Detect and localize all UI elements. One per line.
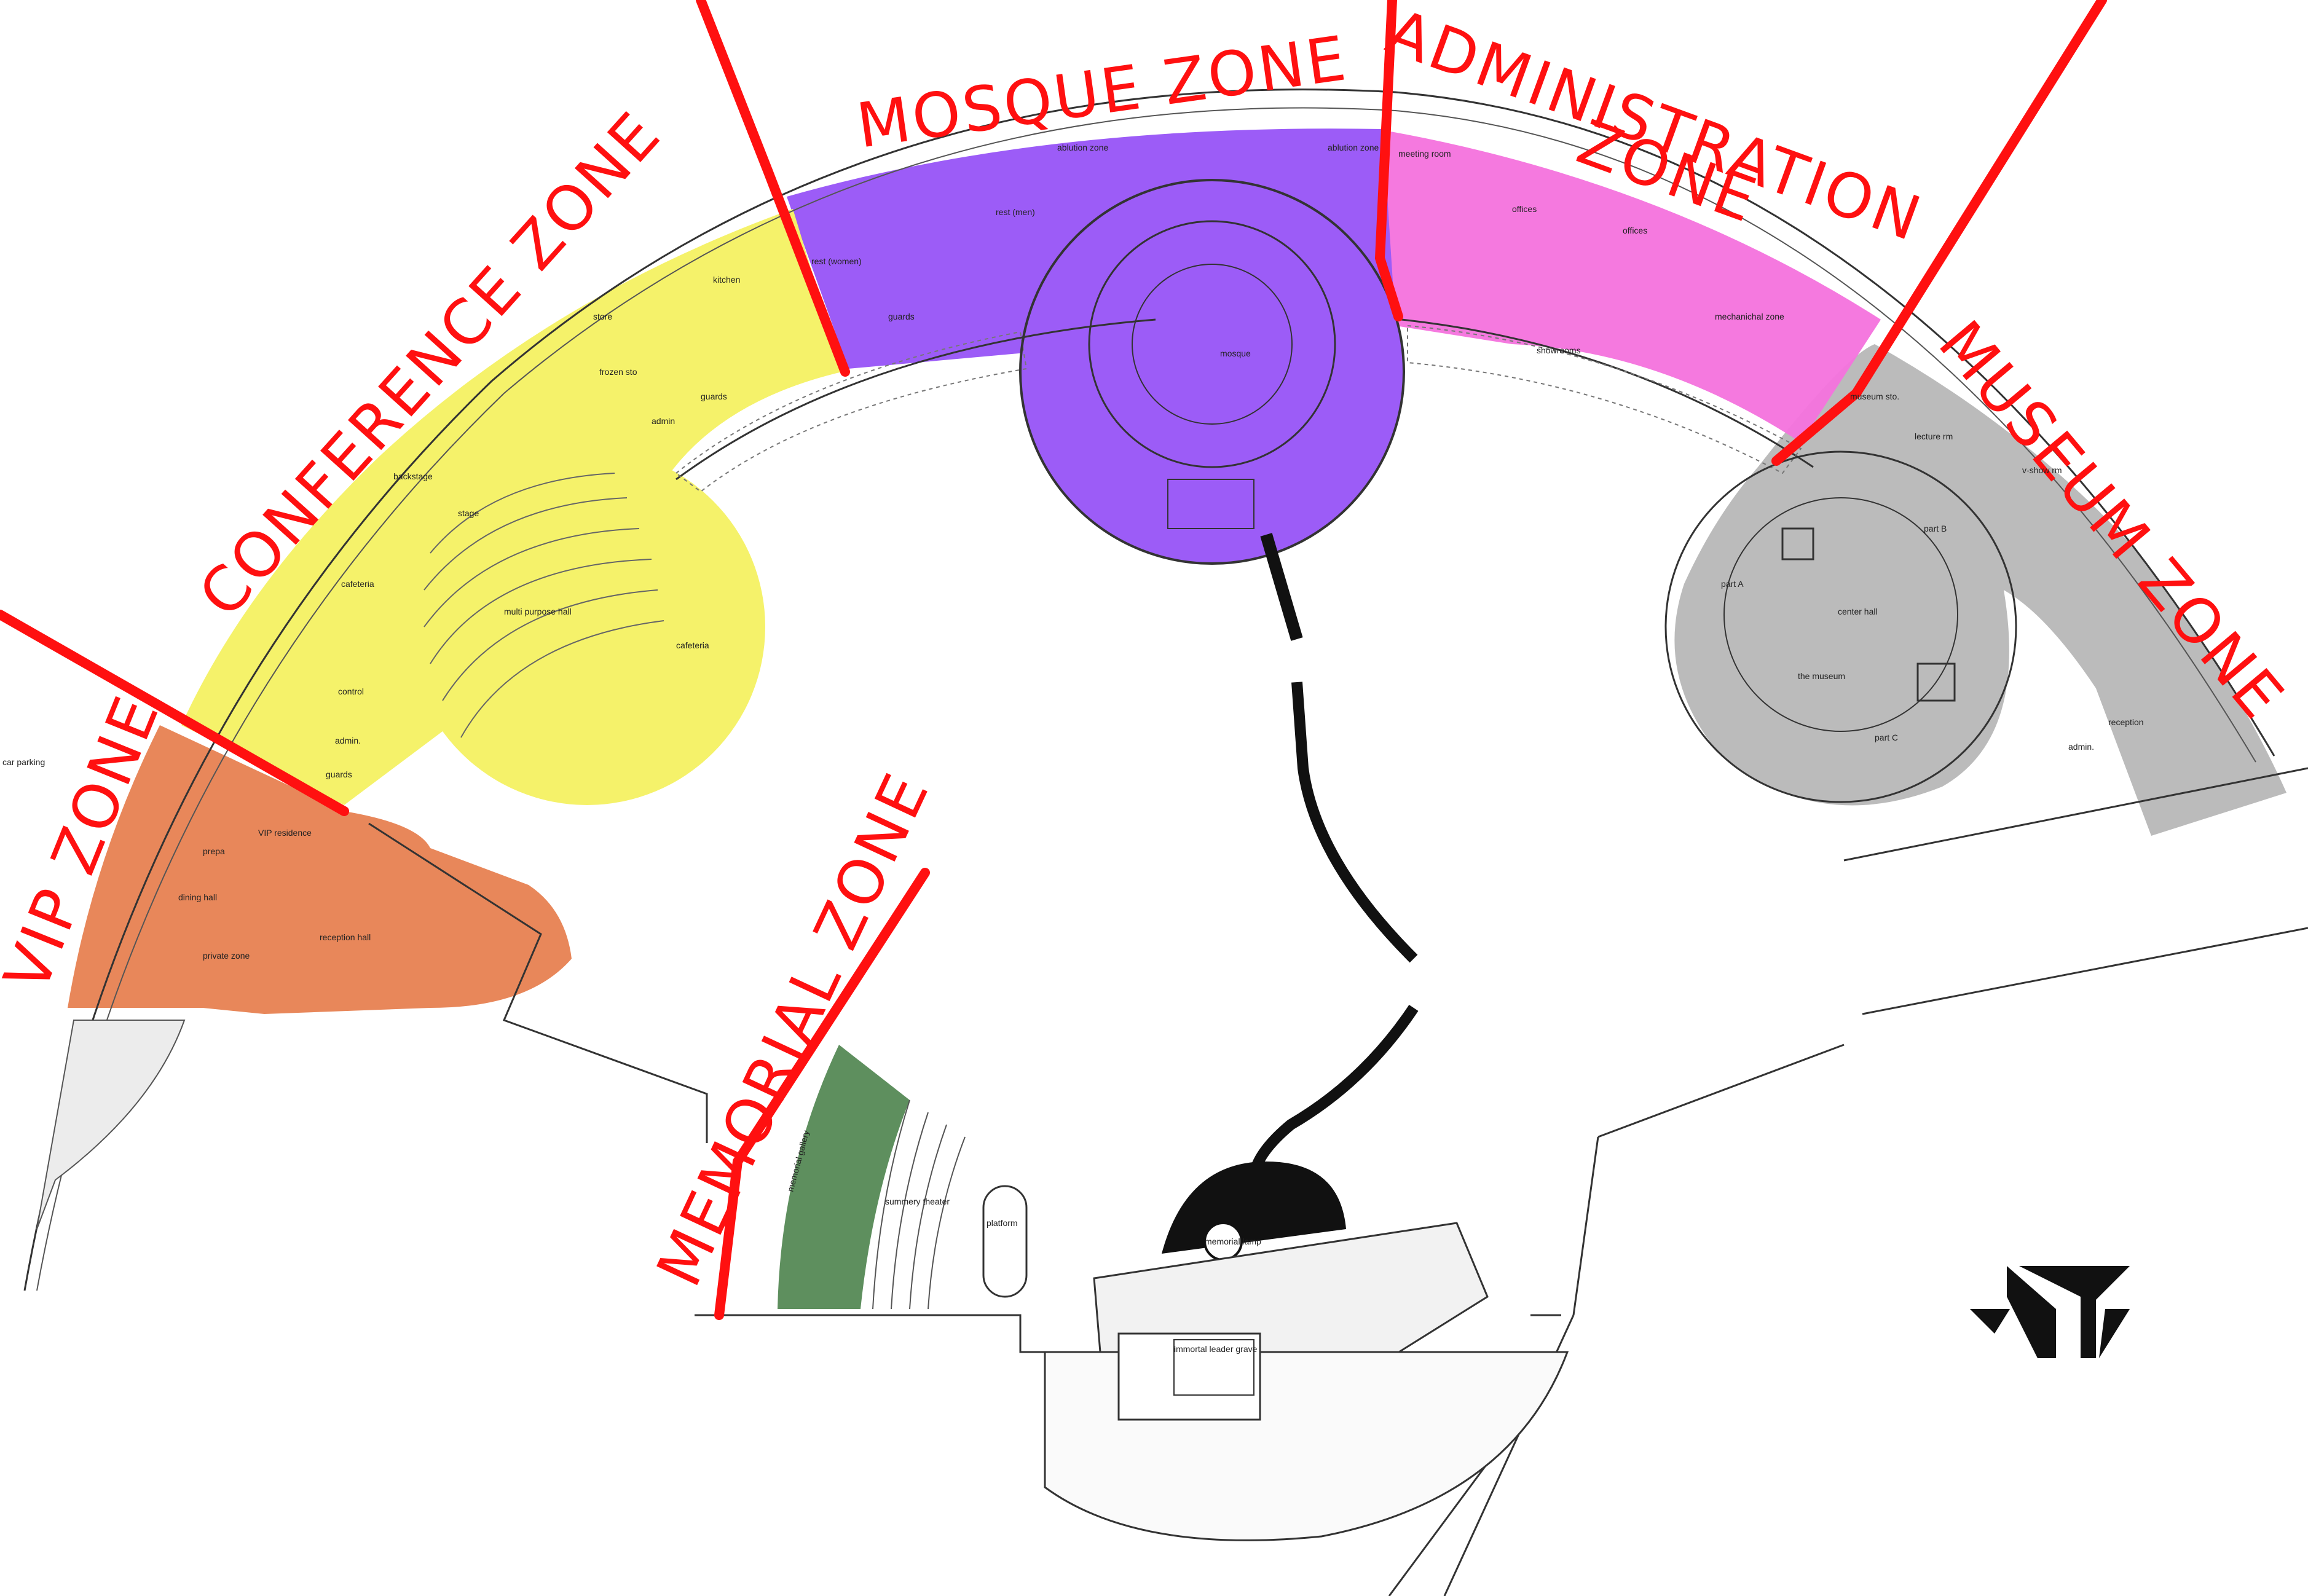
room-rest-women: rest (women) — [811, 256, 862, 266]
room-car-parking: car parking — [2, 757, 45, 767]
hall-seating — [423, 473, 664, 738]
room-museum-sto: museum sto. — [1850, 391, 1899, 401]
platform-shape — [982, 1185, 1028, 1298]
room-mechanical-zone: mechanichal zone — [1715, 312, 1784, 321]
room-admin-museum: admin. — [2068, 742, 2094, 752]
room-part-b: part B — [1924, 524, 1947, 533]
arch-outlines — [23, 88, 2308, 1596]
room-dining-hall: dining hall — [178, 892, 217, 902]
vip-zone-fill — [68, 725, 572, 1014]
room-guards-vip: guards — [326, 769, 352, 779]
room-immortal-leader-grave: immortal leader grave — [1174, 1344, 1258, 1354]
room-control: control — [338, 686, 364, 696]
room-ablution-zone: ablution zone — [1057, 143, 1109, 152]
room-offices: offices — [1512, 204, 1537, 214]
room-center-hall: center hall — [1838, 607, 1878, 616]
processional-path — [1162, 533, 1419, 1261]
room-platform: platform — [987, 1218, 1018, 1228]
room-guards-mosque: guards — [888, 312, 915, 321]
room-part-c: part C — [1875, 733, 1898, 742]
room-prepa: prepa — [203, 846, 225, 856]
room-admin-conf: admin — [652, 416, 675, 426]
room-frozen-sto: frozen sto — [599, 367, 637, 377]
administration-zone-fill — [1377, 129, 1881, 442]
grave-platform — [1044, 1222, 1569, 1541]
room-cafeteria-left: cafeteria — [341, 579, 374, 589]
room-private-zone: private zone — [203, 951, 250, 961]
room-showrooms: showrooms — [1537, 345, 1581, 355]
room-backstage: backstage — [393, 471, 433, 481]
room-the-museum: the museum — [1798, 671, 1845, 681]
room-memorial-lamp: memorial lamp — [1205, 1236, 1261, 1246]
room-v-show-rm: v-show rm — [2022, 465, 2062, 475]
zone-dividers — [0, 0, 2107, 1320]
room-reception: reception — [2108, 717, 2144, 727]
room-meeting-room: meeting room — [1398, 149, 1451, 159]
summer-theater-arcs — [872, 1099, 966, 1310]
room-multi-purpose-hall: multi purpose hall — [504, 607, 572, 616]
conference-zone-fill — [181, 209, 842, 805]
room-stage: stage — [458, 508, 479, 518]
room-rest-men: rest (men) — [996, 207, 1035, 217]
room-part-a: part A — [1721, 579, 1744, 589]
room-kitchen: kitchen — [713, 275, 740, 285]
museum-zone-fill — [1674, 344, 2286, 836]
museum-circle — [1664, 450, 2017, 803]
room-vip-residence: VIP residence — [258, 828, 312, 838]
memorial-zone-fill — [778, 1045, 910, 1309]
room-ablution-zone-2: ablution zone — [1328, 143, 1379, 152]
room-reception-hall: reception hall — [320, 932, 371, 942]
room-store: store — [593, 312, 612, 321]
north-arrow-icon — [1970, 1266, 2130, 1358]
room-summary-theater: summery theater — [885, 1197, 950, 1206]
room-guards-conf: guards — [701, 391, 727, 401]
room-admin-vip: admin. — [335, 736, 361, 745]
room-lecture-rm: lecture rm — [1915, 431, 1953, 441]
mosque-circle — [1019, 179, 1405, 565]
mosque-zone-fill — [787, 128, 1404, 564]
room-cafeteria-right: cafeteria — [676, 640, 709, 650]
room-mosque: mosque — [1220, 348, 1251, 358]
room-offices-2: offices — [1623, 226, 1647, 235]
